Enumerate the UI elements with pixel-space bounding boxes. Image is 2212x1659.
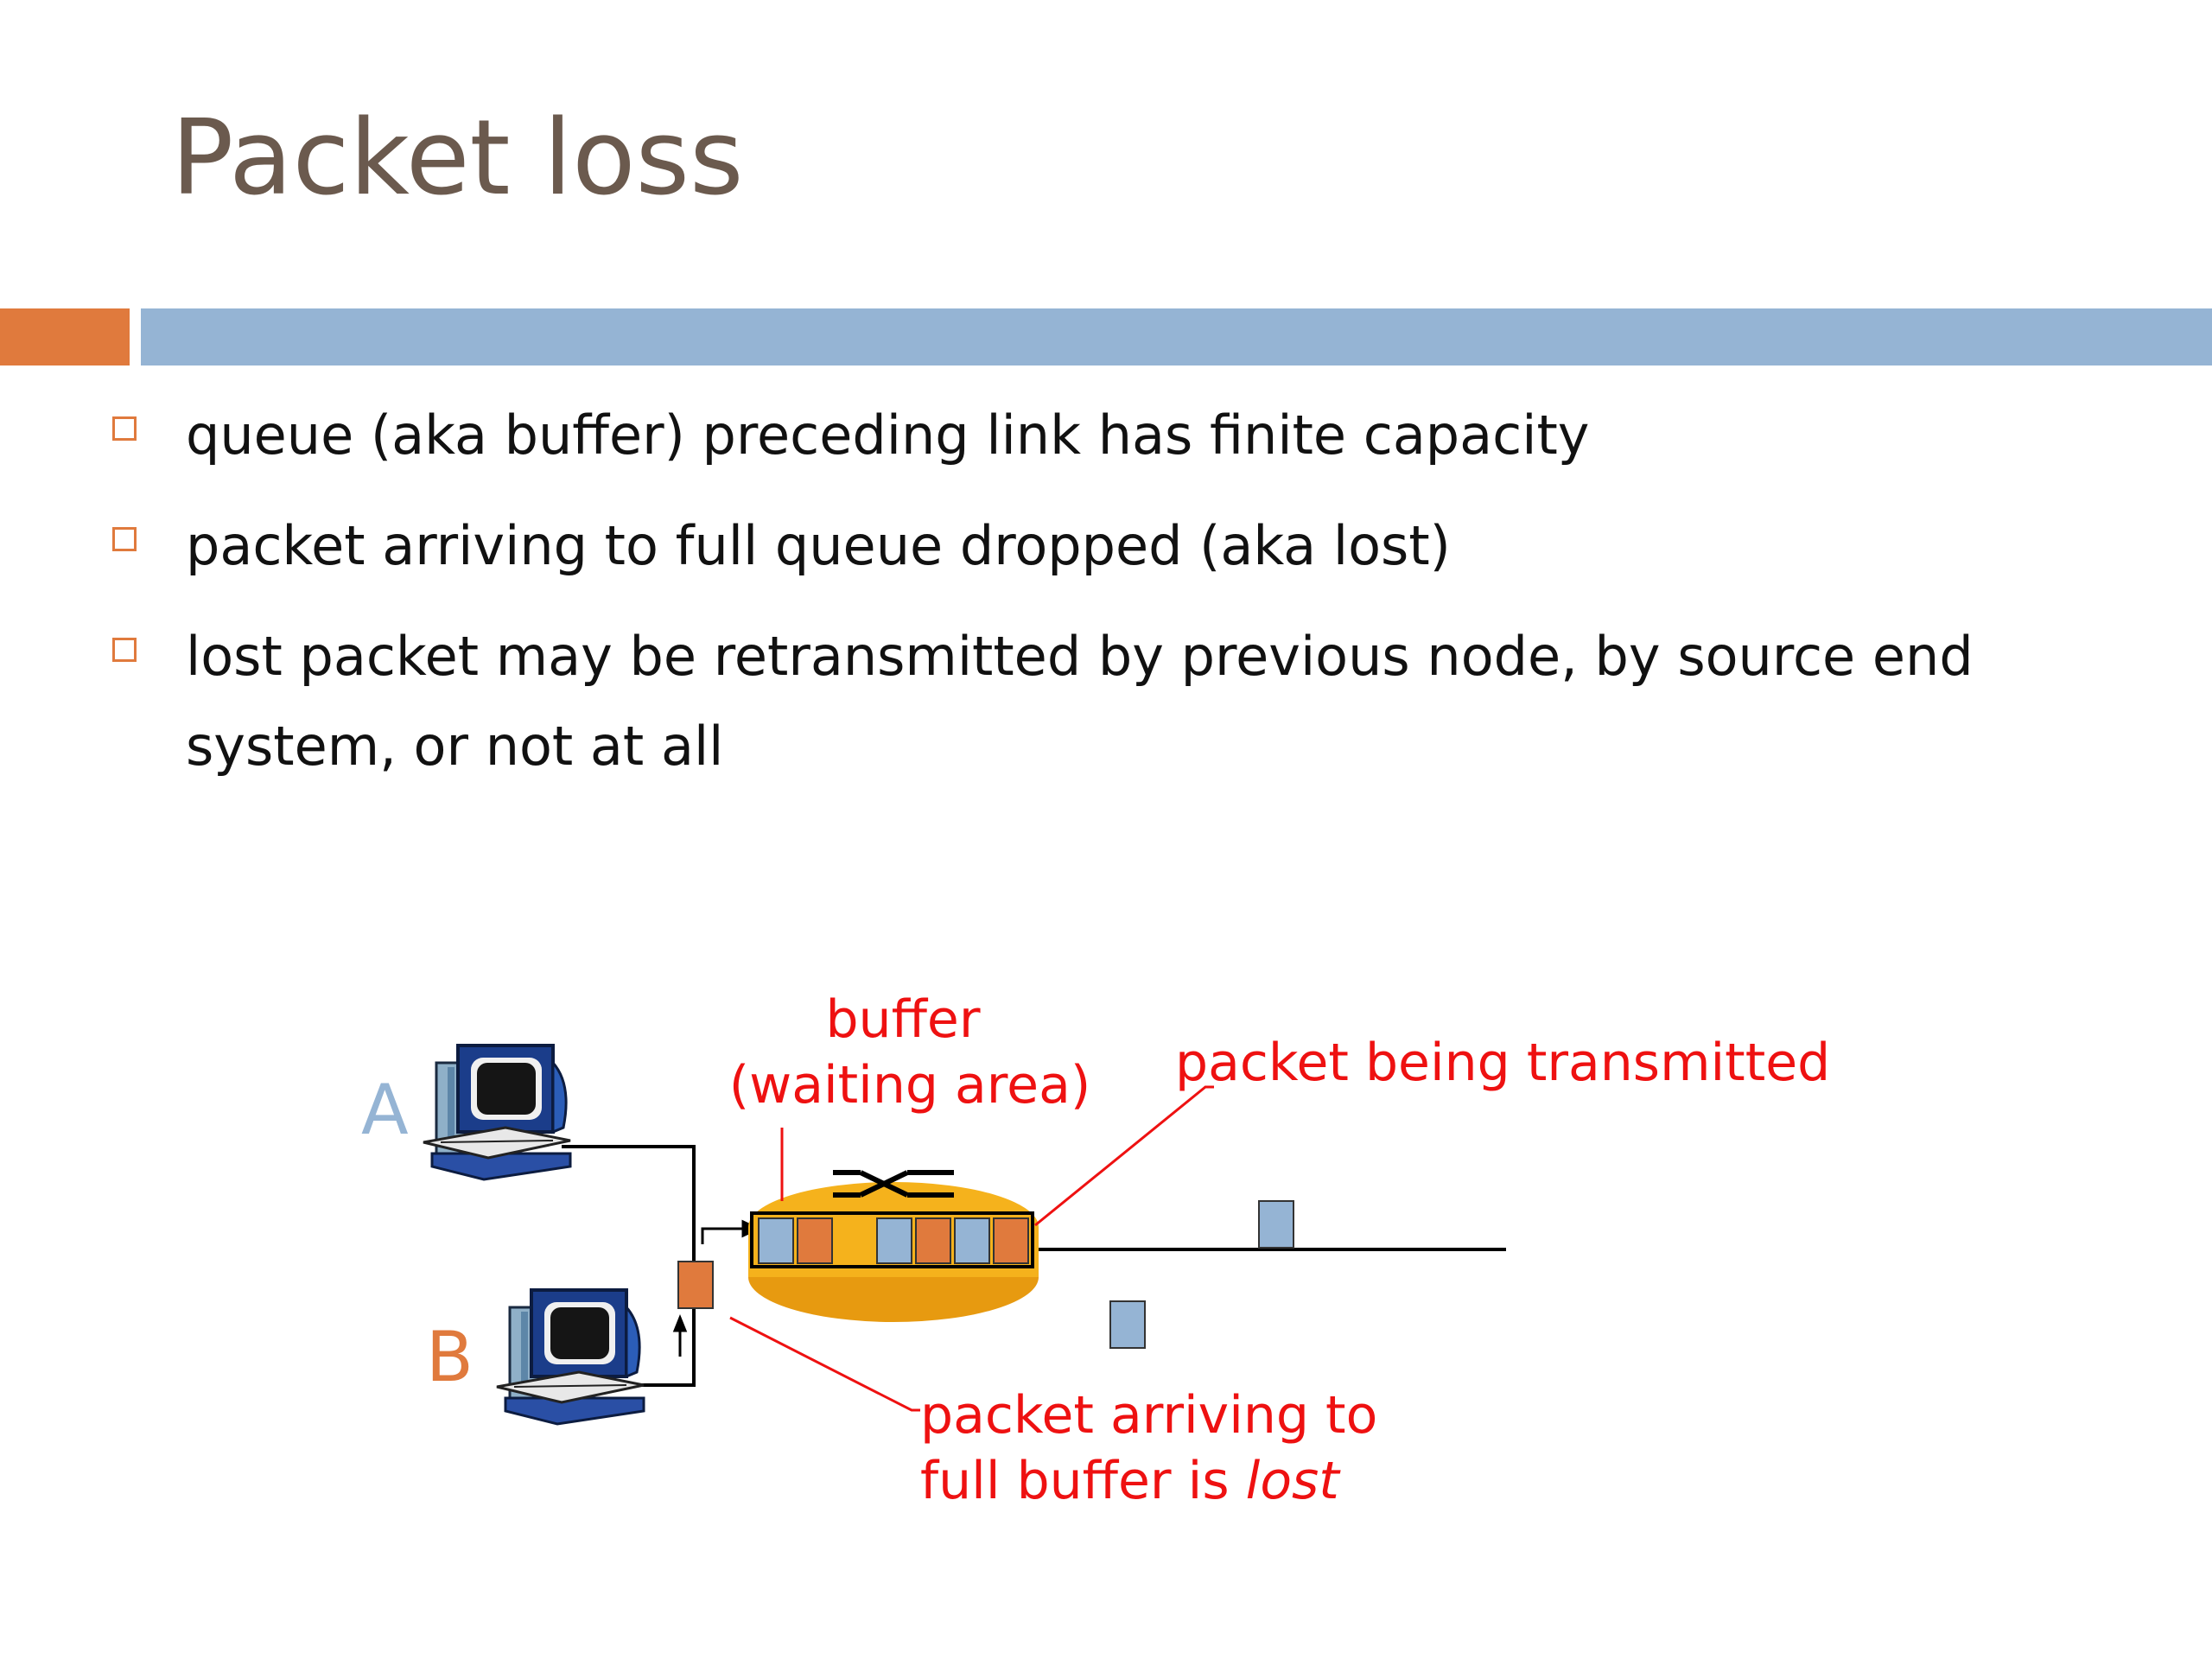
- annotation-leaders: [729, 1085, 1214, 1412]
- checkbox-bullet-icon: [112, 638, 137, 662]
- accent-bar-blue: [141, 308, 2212, 365]
- lost-label-line1: packet arriving to: [920, 1385, 1377, 1446]
- queued-packet: [876, 1217, 912, 1264]
- buffer-queue: [758, 1217, 1029, 1264]
- arrow-up-icon: [672, 1313, 688, 1357]
- buffer-sublabel: (waiting area): [729, 1055, 1091, 1116]
- checkbox-bullet-icon: [112, 527, 137, 551]
- queued-packet: [758, 1217, 794, 1264]
- bullet-text: packet arriving to full queue dropped (a…: [186, 514, 1451, 577]
- accent-bar-orange: [0, 308, 130, 365]
- buffer-label: buffer: [825, 989, 980, 1050]
- lost-label-prefix: full buffer is: [920, 1451, 1246, 1511]
- checkbox-bullet-icon: [112, 416, 137, 441]
- lost-label-emphasis: lost: [1246, 1451, 1342, 1511]
- packet-dropped: [1109, 1300, 1146, 1349]
- queued-packet: [915, 1217, 951, 1264]
- queued-packet: [797, 1217, 833, 1264]
- bullet-text: queue (aka buffer) preceding link has fi…: [186, 404, 1590, 467]
- desktop-computer-icon: [423, 1044, 572, 1181]
- queued-packet: [993, 1217, 1029, 1264]
- slide-title: Packet loss: [171, 99, 744, 219]
- arriving-packet: [677, 1261, 714, 1309]
- host-b-label: B: [426, 1317, 474, 1397]
- lost-label-line2: full buffer is lost: [920, 1451, 1341, 1511]
- transmitting-label: packet being transmitted: [1175, 1033, 1830, 1093]
- bullet-text: lost packet may be retransmitted by prev…: [186, 625, 1974, 778]
- host-a-label: A: [361, 1070, 409, 1150]
- queued-packet: [954, 1217, 990, 1264]
- desktop-computer-icon: [496, 1288, 645, 1426]
- packet-on-link: [1258, 1200, 1294, 1249]
